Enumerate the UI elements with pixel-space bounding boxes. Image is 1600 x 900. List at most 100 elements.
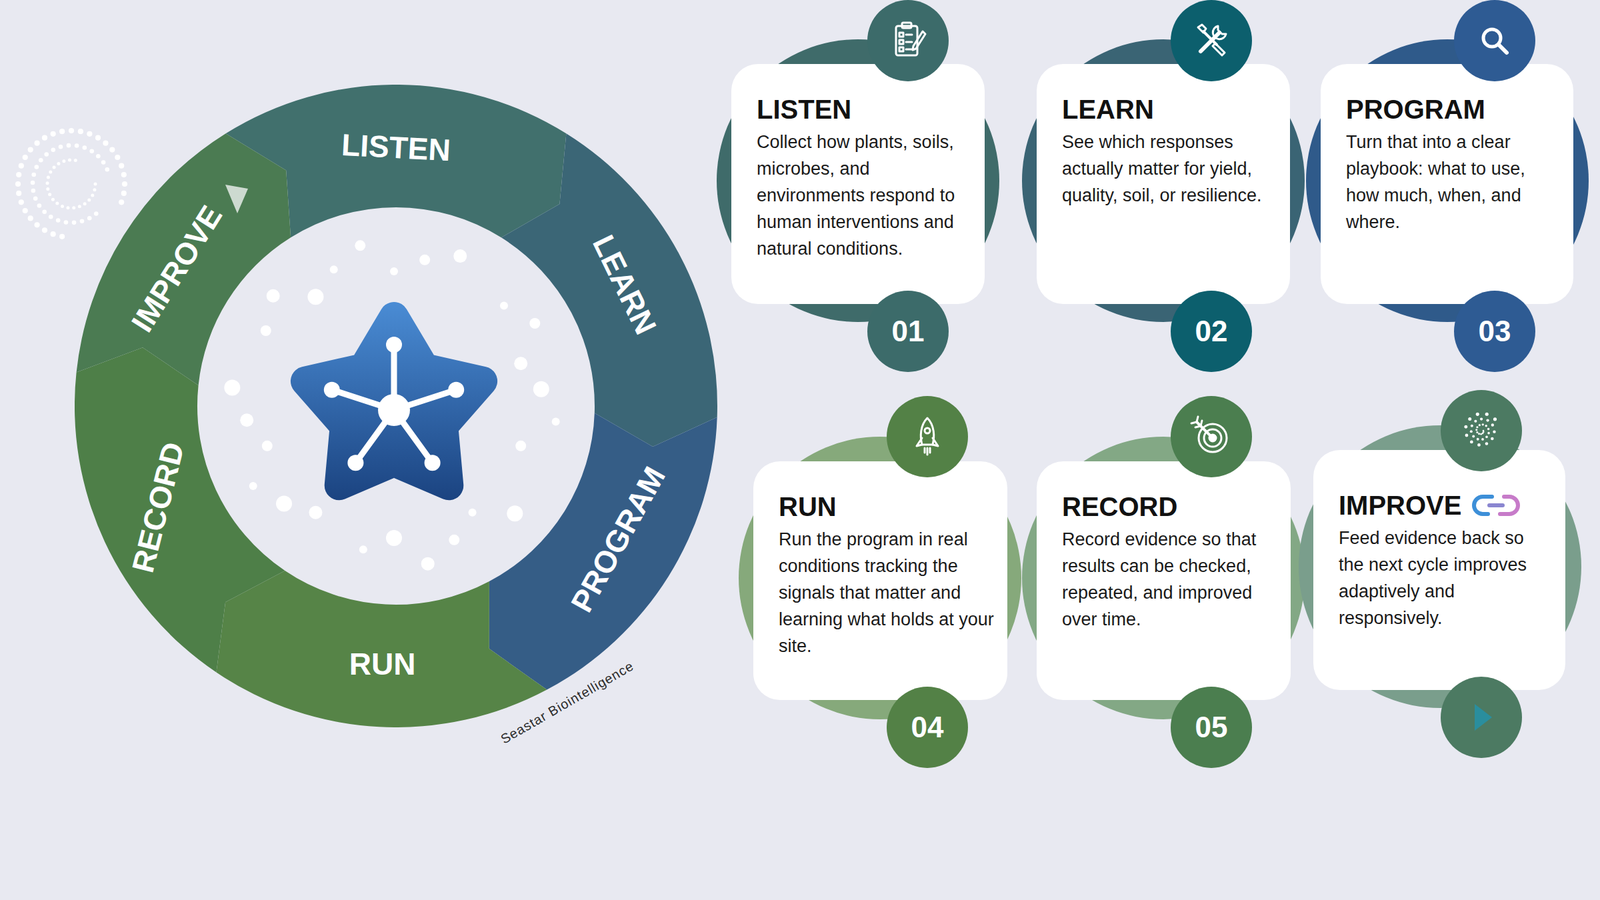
decor-dot	[83, 202, 87, 206]
decor-dot	[55, 202, 59, 206]
card-backdrop-circle	[1022, 39, 1305, 322]
decor-dot	[44, 152, 49, 157]
decor-dot	[66, 143, 72, 148]
search-icon	[1483, 29, 1507, 53]
decor-dot	[59, 234, 65, 240]
decor-dot	[87, 216, 92, 221]
decor-dot	[46, 187, 50, 191]
decor-dot	[33, 196, 38, 201]
halo-dot	[262, 440, 273, 452]
decor-dot	[18, 163, 24, 169]
halo-dot	[533, 381, 550, 398]
decor-dot	[22, 154, 28, 160]
decor-dot	[82, 145, 88, 150]
step-body: Record evidence so that results can be c…	[1062, 526, 1278, 633]
decor-dot	[56, 162, 60, 166]
decor-dot	[78, 128, 84, 134]
step-card: IMPROVEFeed evidence back so the next cy…	[1313, 450, 1566, 690]
decor-dot	[95, 135, 101, 141]
halo-dot	[266, 289, 280, 303]
decor-dot	[72, 206, 76, 210]
decor-dot	[94, 182, 98, 186]
decor-dot	[42, 209, 47, 214]
decor-dot	[48, 170, 52, 174]
halo-dot	[240, 413, 254, 427]
segment-label: RUN	[349, 646, 416, 682]
halo-dot	[249, 482, 258, 490]
halo-dot	[386, 530, 402, 546]
halo-dot	[552, 418, 560, 426]
decor-dot	[18, 199, 24, 205]
decor-dot	[114, 154, 120, 160]
star-logo	[305, 316, 483, 486]
step-heading: LEARN	[1062, 94, 1154, 125]
star-network-node	[386, 336, 402, 353]
decor-dot	[92, 188, 96, 192]
card-backdrop-circle	[1022, 436, 1305, 720]
decor-dot	[86, 131, 92, 137]
segment-label: LISTEN	[340, 126, 452, 168]
step-heading: IMPROVE	[1338, 490, 1462, 521]
decor-dot	[42, 135, 48, 141]
halo-dot	[359, 545, 368, 554]
decor-dot	[30, 180, 36, 186]
step-card: RECORD Record evidence so that results ca…	[1036, 461, 1291, 700]
decor-dot	[34, 164, 40, 170]
decor-dot	[62, 159, 66, 163]
decor-dot	[52, 165, 56, 169]
halo-dot	[419, 254, 430, 266]
decor-dot	[87, 198, 91, 202]
decor-dot	[94, 211, 99, 216]
star-network-node	[448, 382, 464, 398]
halo-dot	[224, 379, 240, 396]
card-backdrop-circle	[716, 39, 1000, 322]
decor-dot	[104, 167, 110, 172]
step-heading: PROGRAM	[1346, 94, 1486, 125]
decor-dot	[50, 131, 56, 137]
cycle-segment: IMPROVE	[74, 84, 718, 728]
decor-dot	[51, 198, 55, 202]
halo-dot	[506, 505, 523, 522]
decor-dot	[28, 146, 34, 152]
segment-fill	[489, 412, 718, 690]
halo-dot	[330, 265, 338, 274]
decor-dot	[118, 163, 124, 169]
decor-dot	[50, 231, 56, 237]
halo-dot	[354, 240, 366, 251]
decor-dot	[89, 149, 94, 154]
halo-dot	[453, 249, 467, 263]
step-card: LEARNSee which responses actually matter…	[1036, 64, 1290, 304]
decor-dot	[22, 208, 28, 214]
decor-dot	[48, 192, 52, 196]
step-heading: RECORD	[1062, 491, 1178, 522]
decor-dot	[34, 140, 40, 146]
step-body: Feed evidence back so the next cycle imp…	[1338, 524, 1552, 632]
decor-dot	[96, 154, 101, 159]
decor-dot	[118, 199, 124, 205]
decor-dot	[31, 172, 36, 178]
decor-dot	[16, 172, 22, 178]
card-backdrop-circle	[738, 436, 1022, 720]
decor-dot	[68, 128, 74, 134]
decor-dot	[46, 181, 50, 185]
decor-dot	[59, 128, 65, 134]
decor-dot	[64, 220, 69, 225]
halo-dot	[390, 267, 398, 276]
halo-dot	[276, 496, 292, 512]
step-body: Turn that into a clear playbook: what to…	[1346, 128, 1560, 236]
decor-dot	[80, 218, 85, 224]
halo-dot	[308, 506, 322, 520]
star-network-node	[424, 454, 441, 471]
decor-dot	[58, 144, 64, 150]
decor-dot	[74, 143, 80, 148]
halo-dot	[448, 534, 460, 546]
halo-dot	[421, 557, 435, 571]
decor-dot	[48, 214, 54, 220]
halo-dot	[514, 356, 528, 370]
decor-dot	[90, 193, 94, 197]
callout-number: 04	[887, 710, 968, 744]
decor-dot	[72, 220, 77, 226]
halo-dot	[307, 288, 324, 305]
segment-fill	[216, 570, 548, 728]
decor-dot	[50, 147, 56, 152]
